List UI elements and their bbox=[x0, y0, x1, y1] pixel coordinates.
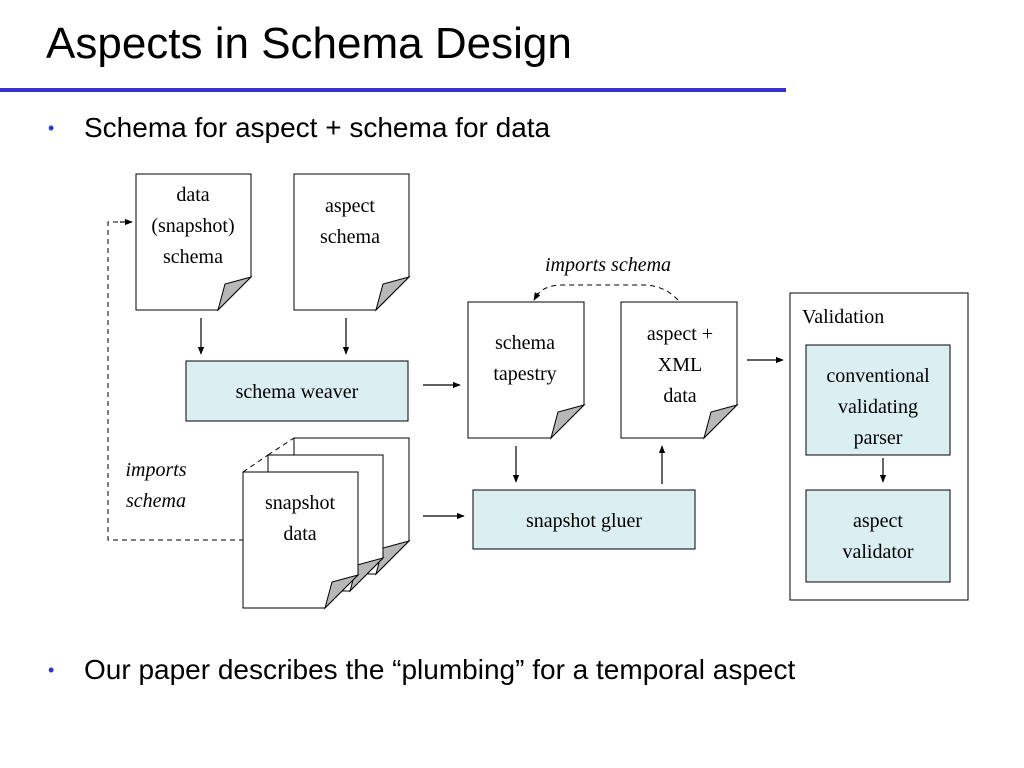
doc-label-line: schema bbox=[163, 246, 223, 268]
imports-schema-top-label: imports schema bbox=[545, 254, 671, 276]
snapshot-gluer-box: snapshot gluer bbox=[472, 489, 696, 550]
validation-label: Validation bbox=[802, 306, 884, 328]
doc-label-line: aspect bbox=[325, 195, 375, 217]
data-schema-document: data (snapshot) schema bbox=[135, 173, 253, 312]
snapshot-data-documents: snapshot data bbox=[242, 437, 411, 610]
doc-label-line: schema bbox=[495, 332, 555, 354]
validation-frame: Validation bbox=[789, 292, 969, 601]
doc-label-line: data bbox=[663, 385, 696, 407]
doc-label-line: tapestry bbox=[493, 363, 556, 385]
slide-title: Aspects in Schema Design bbox=[46, 19, 572, 68]
bullet-marker: • bbox=[48, 660, 55, 680]
bullet-text: Schema for aspect + schema for data bbox=[84, 112, 551, 143]
bullet-marker: • bbox=[48, 118, 55, 138]
aspect-validator-box: aspect validator bbox=[805, 489, 951, 583]
title-underline bbox=[0, 88, 786, 92]
doc-label-line: aspect + bbox=[647, 323, 713, 345]
schema-tapestry-document: schema tapestry bbox=[467, 301, 586, 440]
imports-schema-top-connector bbox=[535, 284, 679, 301]
doc-label-line: schema bbox=[320, 226, 380, 248]
conventional-parser-box: conventional validating parser bbox=[805, 344, 951, 456]
aspect-schema-document: aspect schema bbox=[293, 173, 411, 312]
imports-schema-left-connector bbox=[107, 221, 244, 541]
box-label: snapshot gluer bbox=[526, 510, 642, 532]
doc-label-line: (snapshot) bbox=[151, 215, 234, 237]
bullet-text: Our paper describes the “plumbing” for a… bbox=[84, 654, 796, 685]
box-label: validating bbox=[838, 396, 918, 418]
box-label: schema weaver bbox=[236, 381, 359, 403]
box-label: aspect bbox=[853, 510, 903, 532]
aspect-xml-data-document: aspect + XML data bbox=[620, 301, 739, 440]
doc-label-line: data bbox=[176, 184, 209, 206]
box-label: validator bbox=[842, 541, 913, 563]
doc-label-line: data bbox=[283, 523, 316, 545]
box-label: parser bbox=[854, 427, 903, 449]
imports-schema-left-label: schema bbox=[126, 490, 186, 512]
doc-label-line: snapshot bbox=[265, 492, 335, 514]
doc-label-line: XML bbox=[658, 354, 702, 376]
box-label: conventional bbox=[826, 365, 930, 387]
schema-weaver-box: schema weaver bbox=[185, 360, 409, 422]
arrow bbox=[533, 292, 541, 301]
imports-schema-left-label: imports bbox=[125, 459, 186, 481]
